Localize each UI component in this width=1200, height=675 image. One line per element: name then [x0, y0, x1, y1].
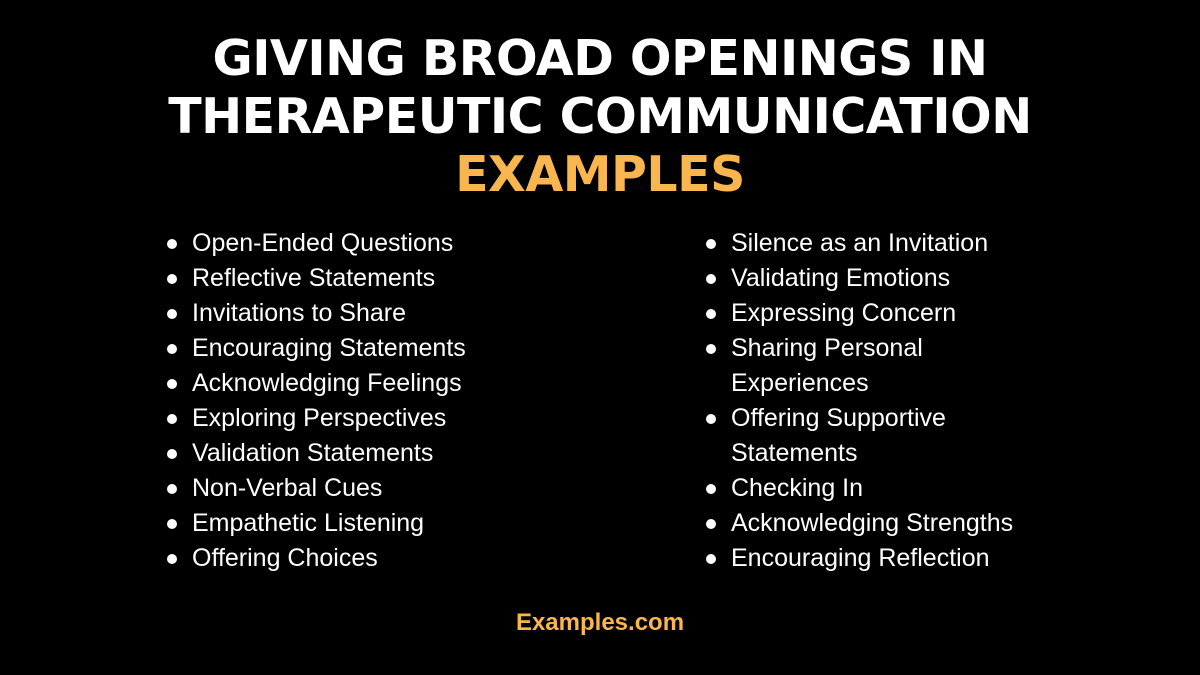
- list-item: Open-Ended Questions: [166, 226, 626, 261]
- bullet-icon: [167, 519, 177, 529]
- list-item: Empathetic Listening: [166, 506, 626, 541]
- page-title: GIVING BROAD OPENINGS IN THERAPEUTIC COM…: [0, 30, 1200, 204]
- bullet-icon: [167, 449, 177, 459]
- title-line-1: GIVING BROAD OPENINGS IN: [212, 30, 988, 87]
- list-item: Invitations to Share: [166, 296, 626, 331]
- list-item: Sharing Personal Experiences: [705, 331, 1065, 401]
- list-item: Validating Emotions: [705, 261, 1065, 296]
- list-item: Checking In: [705, 471, 1065, 506]
- list-item: Acknowledging Strengths: [705, 506, 1065, 541]
- list-item: Offering Supportive Statements: [705, 401, 1065, 471]
- bullet-icon: [706, 414, 716, 424]
- list-item: Silence as an Invitation: [705, 226, 1065, 261]
- bullet-icon: [167, 414, 177, 424]
- bullet-icon: [167, 239, 177, 249]
- list-item: Encouraging Statements: [166, 331, 626, 366]
- bullet-icon: [706, 274, 716, 284]
- bullet-icon: [167, 554, 177, 564]
- list-item: Encouraging Reflection: [705, 541, 1065, 576]
- bullet-icon: [167, 309, 177, 319]
- title-line-3-accent: EXAMPLES: [455, 146, 745, 203]
- list-item: Expressing Concern: [705, 296, 1065, 331]
- title-line-2: THERAPEUTIC COMMUNICATION: [168, 88, 1032, 145]
- examples-list-left: Open-Ended Questions Reflective Statemen…: [166, 226, 626, 576]
- bullet-icon: [167, 379, 177, 389]
- list-item: Reflective Statements: [166, 261, 626, 296]
- bullet-icon: [706, 239, 716, 249]
- bullet-icon: [706, 484, 716, 494]
- bullet-icon: [167, 274, 177, 284]
- bullet-icon: [167, 344, 177, 354]
- bullet-icon: [706, 344, 716, 354]
- examples-list-right: Silence as an Invitation Validating Emot…: [705, 226, 1065, 576]
- list-item: Validation Statements: [166, 436, 626, 471]
- bullet-icon: [706, 519, 716, 529]
- footer-brand: Examples.com: [515, 609, 685, 636]
- list-item: Exploring Perspectives: [166, 401, 626, 436]
- list-item: Acknowledging Feelings: [166, 366, 626, 401]
- bullet-icon: [706, 309, 716, 319]
- list-item: Non-Verbal Cues: [166, 471, 626, 506]
- list-item: Offering Choices: [166, 541, 626, 576]
- bullet-icon: [167, 484, 177, 494]
- bullet-icon: [706, 554, 716, 564]
